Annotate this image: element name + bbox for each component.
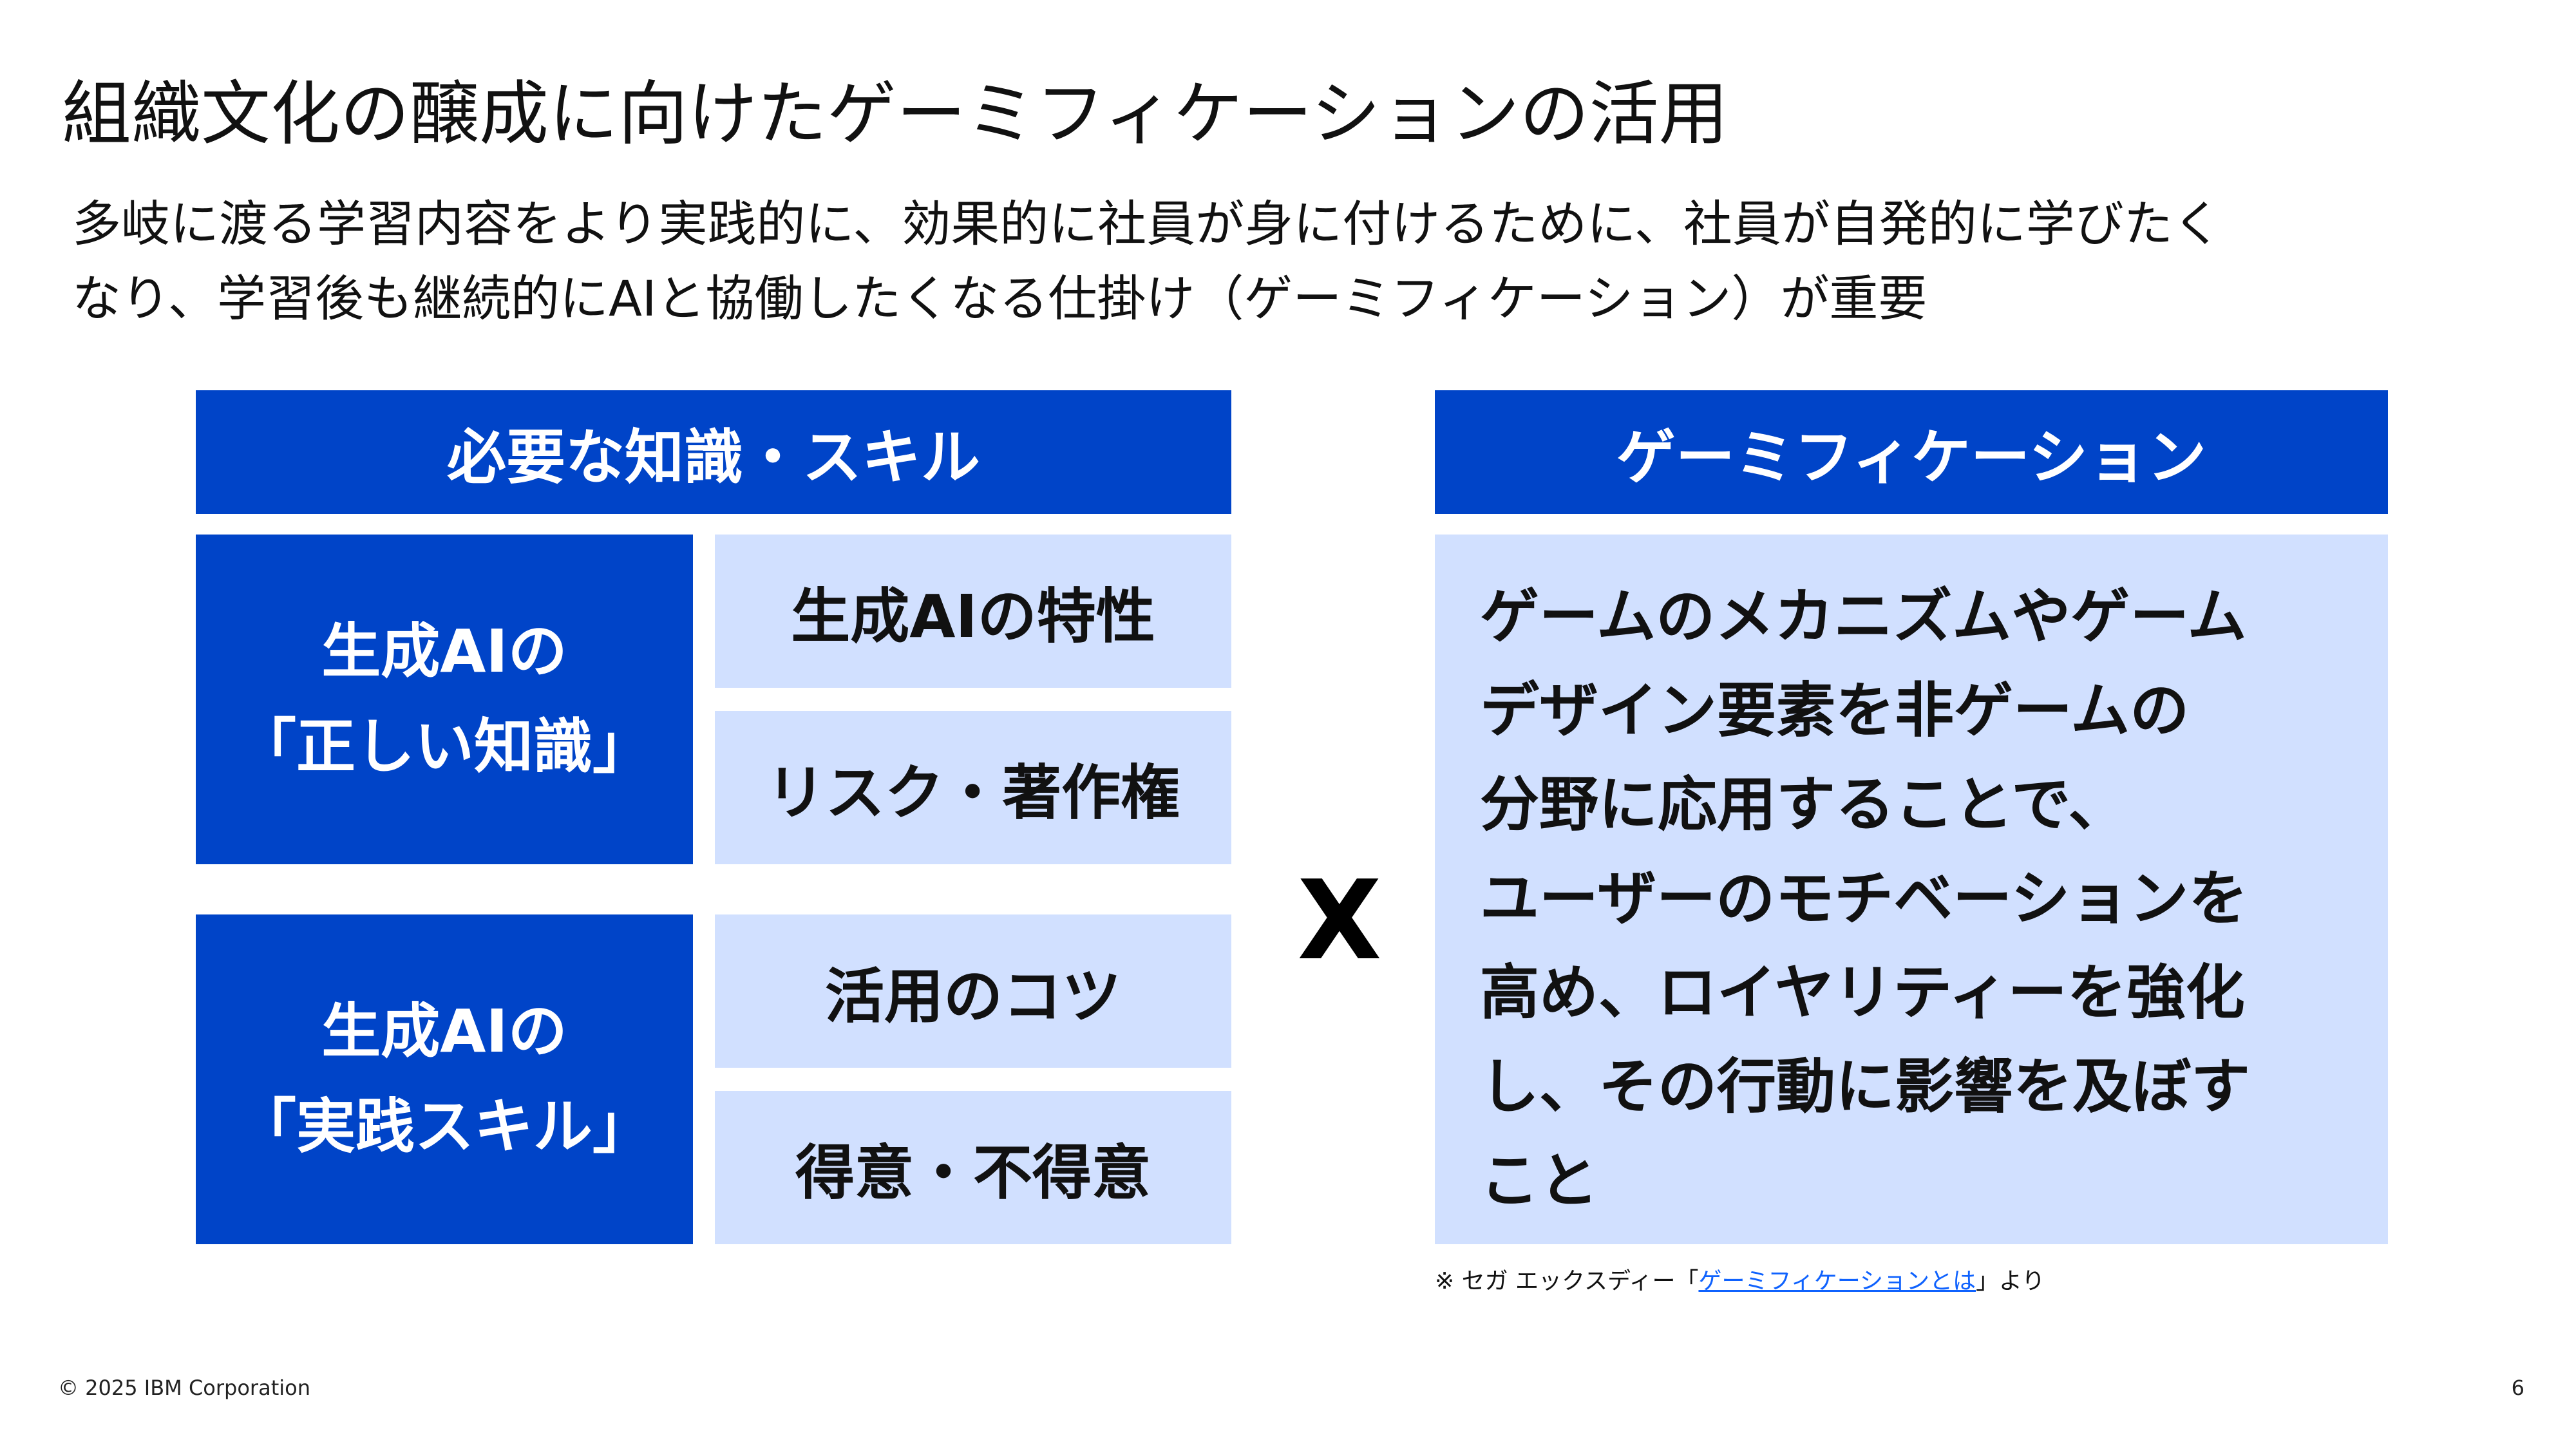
definition-line: ゲームのメカニズムやゲーム xyxy=(1480,582,2247,651)
source-note-suffix: 」より xyxy=(1976,1268,2045,1294)
definition-line: デザイン要素を非ゲームの xyxy=(1480,676,2190,745)
subtitle-line: なり、学習後も継続的にAIと協働したくなる仕掛け（ゲーミフィケーション）が重要 xyxy=(72,270,1927,327)
multiply-operator: X xyxy=(1297,857,1382,985)
definition-line: し、その行動に影響を及ぼす xyxy=(1480,1052,2251,1121)
category-practical-skills: 生成AIの 「実践スキル」 xyxy=(196,914,693,1244)
category-line: 生成AIの xyxy=(321,617,567,686)
skills-header: 必要な知識・スキル xyxy=(196,390,1231,514)
category-line: 「実践スキル」 xyxy=(236,1092,652,1161)
definition-line: 分野に応用することで、 xyxy=(1480,770,2128,839)
category-line: 生成AIの xyxy=(321,997,567,1066)
skill-item-risk-copyright: リスク・著作権 xyxy=(715,711,1231,864)
page-number: 6 xyxy=(2511,1376,2524,1400)
definition-line: 高め、ロイヤリティーを強化 xyxy=(1480,958,2245,1027)
subtitle-line: 多岐に渡る学習内容をより実践的に、効果的に社員が身に付けるために、社員が自発的に… xyxy=(72,195,2222,252)
skill-item-usage-tips: 活用のコツ xyxy=(715,914,1231,1068)
category-knowledge: 生成AIの 「正しい知識」 xyxy=(196,535,693,864)
definition-line: こと xyxy=(1480,1146,1599,1215)
source-note: ※ セガ エックスディー「ゲーミフィケーションとは」より xyxy=(1435,1262,2401,1301)
copyright: © 2025 IBM Corporation xyxy=(58,1376,310,1400)
gamification-definition: ゲームのメカニズムやゲーム デザイン要素を非ゲームの 分野に応用することで、 ユ… xyxy=(1435,535,2388,1244)
skill-item-strengths-weaknesses: 得意・不得意 xyxy=(715,1091,1231,1244)
skill-item-ai-characteristics: 生成AIの特性 xyxy=(715,535,1231,688)
gamification-header: ゲーミフィケーション xyxy=(1435,390,2388,514)
slide-title: 組織文化の醸成に向けたゲーミフィケーションの活用 xyxy=(62,74,1728,155)
source-link[interactable]: ゲーミフィケーションとは xyxy=(1698,1268,1976,1294)
source-note-prefix: ※ セガ エックスディー「 xyxy=(1435,1268,1699,1294)
definition-line: ユーザーのモチベーションを xyxy=(1480,864,2248,933)
slide-subtitle: 多岐に渡る学習内容をより実践的に、効果的に社員が身に付けるために、社員が自発的に… xyxy=(72,187,2519,336)
category-line: 「正しい知識」 xyxy=(236,712,652,781)
